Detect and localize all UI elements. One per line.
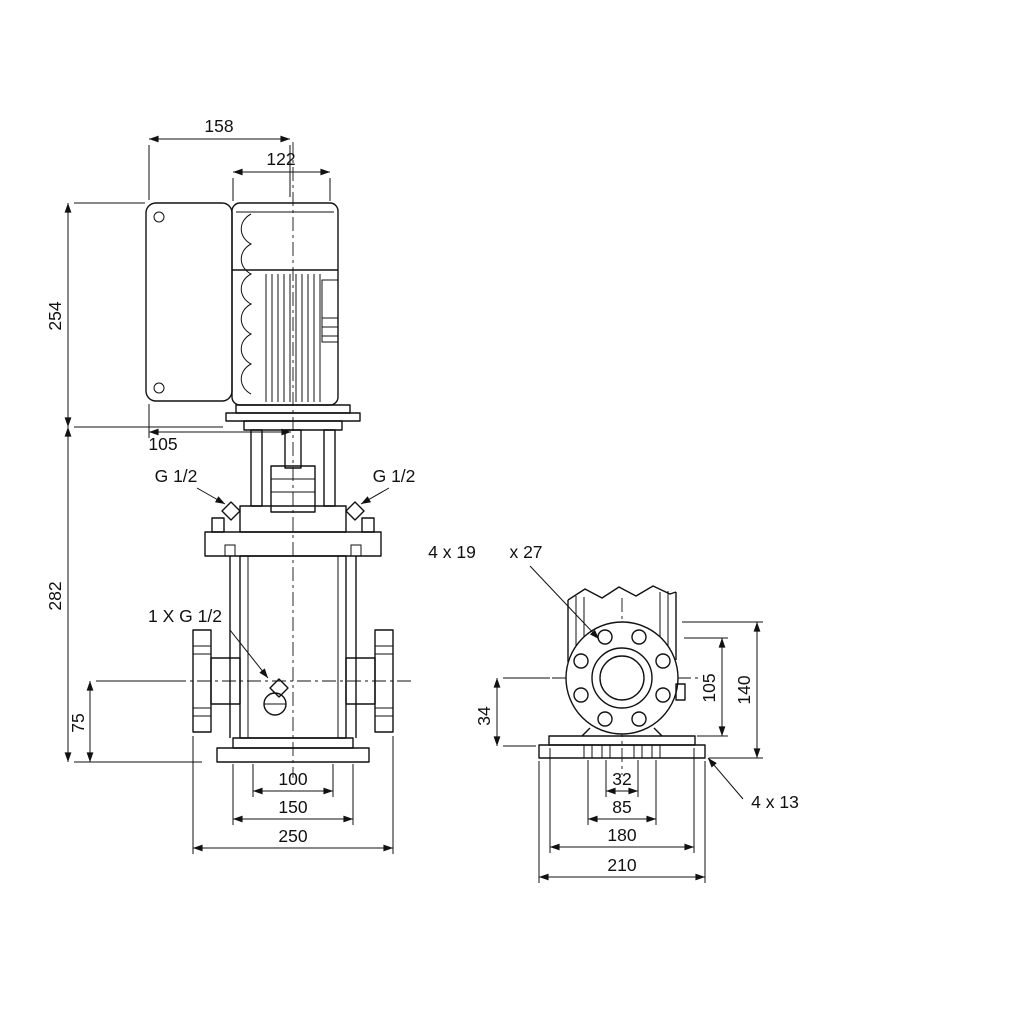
head-bolt-right bbox=[361, 517, 375, 533]
flange-tab bbox=[675, 683, 686, 701]
base-hole-mark bbox=[583, 744, 593, 759]
port-right-leader bbox=[360, 487, 390, 505]
dim-hole-span-outer: 85 bbox=[587, 760, 657, 825]
base-hole-mark bbox=[601, 744, 611, 759]
coupling bbox=[270, 465, 316, 513]
dim-end-base-width: 210 bbox=[538, 761, 706, 883]
terminal-box-screw-top bbox=[153, 211, 165, 223]
dim-pump-height-label: 282 bbox=[45, 581, 65, 610]
dim-end-base-hole-span-label: 180 bbox=[607, 825, 636, 845]
drain-label: 1 X G 1/2 bbox=[148, 606, 222, 626]
motor-nameplate bbox=[321, 279, 339, 343]
port-left-label: G 1/2 bbox=[155, 466, 198, 486]
flange-bore bbox=[599, 655, 645, 701]
tie-rod-nut-right bbox=[350, 544, 362, 557]
front-view: G 1/2 G 1/2 bbox=[45, 116, 415, 854]
dim-head-offset-label: 105 bbox=[148, 434, 177, 454]
dim-hole-span-inner-label: 32 bbox=[612, 769, 631, 789]
dim-hole-span-inner: 32 bbox=[605, 760, 639, 797]
pump-head bbox=[204, 501, 382, 557]
base-hole-mark bbox=[651, 744, 661, 759]
dim-base-hole-span: 100 bbox=[252, 764, 334, 797]
dim-foot-height-label: 34 bbox=[474, 706, 494, 726]
dim-head-offset: 105 bbox=[148, 404, 292, 454]
end-base-foot bbox=[538, 744, 706, 759]
flange-plate-right bbox=[374, 629, 394, 733]
flange-holes-label-b: x 27 bbox=[509, 542, 542, 562]
suction-flange bbox=[192, 629, 241, 733]
dim-flange-span-label: 250 bbox=[278, 826, 307, 846]
dim-flange-height-label: 105 bbox=[699, 673, 719, 702]
port-left-leader bbox=[196, 487, 226, 505]
dim-flange-span: 250 bbox=[192, 736, 394, 854]
dim-total-width: 158 bbox=[148, 116, 291, 200]
cooling-fins bbox=[265, 274, 321, 402]
flange-holes-label-a: 4 x 19 bbox=[428, 542, 476, 562]
dim-end-base-hole-span: 180 bbox=[549, 748, 695, 853]
base-foot bbox=[216, 747, 370, 763]
dim-port-height-label: 75 bbox=[68, 713, 88, 732]
dim-pump-height: 282 bbox=[45, 426, 202, 763]
port-right-label: G 1/2 bbox=[373, 466, 416, 486]
base-holes-leader bbox=[707, 757, 744, 800]
shaft bbox=[284, 429, 302, 469]
motor bbox=[231, 202, 339, 406]
terminal-box bbox=[145, 202, 233, 402]
dim-foot-height: 34 bbox=[474, 677, 550, 747]
dim-motor-height-label: 254 bbox=[45, 301, 65, 330]
dim-base-width: 150 bbox=[232, 764, 354, 825]
fin-scallops bbox=[240, 213, 253, 395]
foot-strut-left bbox=[581, 727, 591, 737]
end-base bbox=[538, 735, 706, 759]
coupling-guard-left bbox=[250, 429, 263, 507]
discharge-flange bbox=[345, 629, 394, 733]
pump-column bbox=[567, 585, 677, 662]
flange-raised-face bbox=[591, 647, 653, 709]
drain-plug bbox=[263, 678, 289, 716]
dim-base-hole-span-label: 100 bbox=[278, 769, 307, 789]
pump-base bbox=[216, 737, 370, 763]
dim-motor-height: 254 bbox=[45, 202, 223, 428]
flange-bolt-holes bbox=[573, 629, 671, 727]
port-plug-left bbox=[221, 501, 241, 521]
flange-outer bbox=[565, 621, 679, 735]
dim-flange-height: 105 bbox=[684, 637, 728, 737]
dim-motor-width-label: 122 bbox=[266, 149, 295, 169]
dim-end-base-width-label: 210 bbox=[607, 855, 636, 875]
end-view: 4 x 19 x 27 4 x 13 34 105 140 bbox=[428, 542, 799, 883]
dim-overall-height: 140 bbox=[682, 621, 763, 759]
base-hole-mark bbox=[633, 744, 643, 759]
foot-strut-right bbox=[653, 727, 663, 737]
flange-holes-leader bbox=[529, 565, 600, 640]
terminal-box-screw-bottom bbox=[153, 382, 165, 394]
port-plug-right bbox=[345, 501, 365, 521]
dim-total-width-label: 158 bbox=[204, 116, 233, 136]
break-line bbox=[567, 585, 677, 601]
head-bolt-left bbox=[211, 517, 225, 533]
flange-plate-left bbox=[192, 629, 212, 733]
dim-hole-span-outer-label: 85 bbox=[612, 797, 631, 817]
dim-base-width-label: 150 bbox=[278, 797, 307, 817]
tie-rod-nut-left bbox=[224, 544, 236, 557]
coupling-guard-right bbox=[323, 429, 336, 507]
drain-leader bbox=[229, 629, 269, 679]
dim-motor-width: 122 bbox=[232, 149, 331, 201]
dim-port-height: 75 bbox=[68, 680, 176, 763]
base-holes-label: 4 x 13 bbox=[751, 792, 799, 812]
dim-overall-height-label: 140 bbox=[734, 675, 754, 704]
pump-flange bbox=[565, 621, 686, 737]
